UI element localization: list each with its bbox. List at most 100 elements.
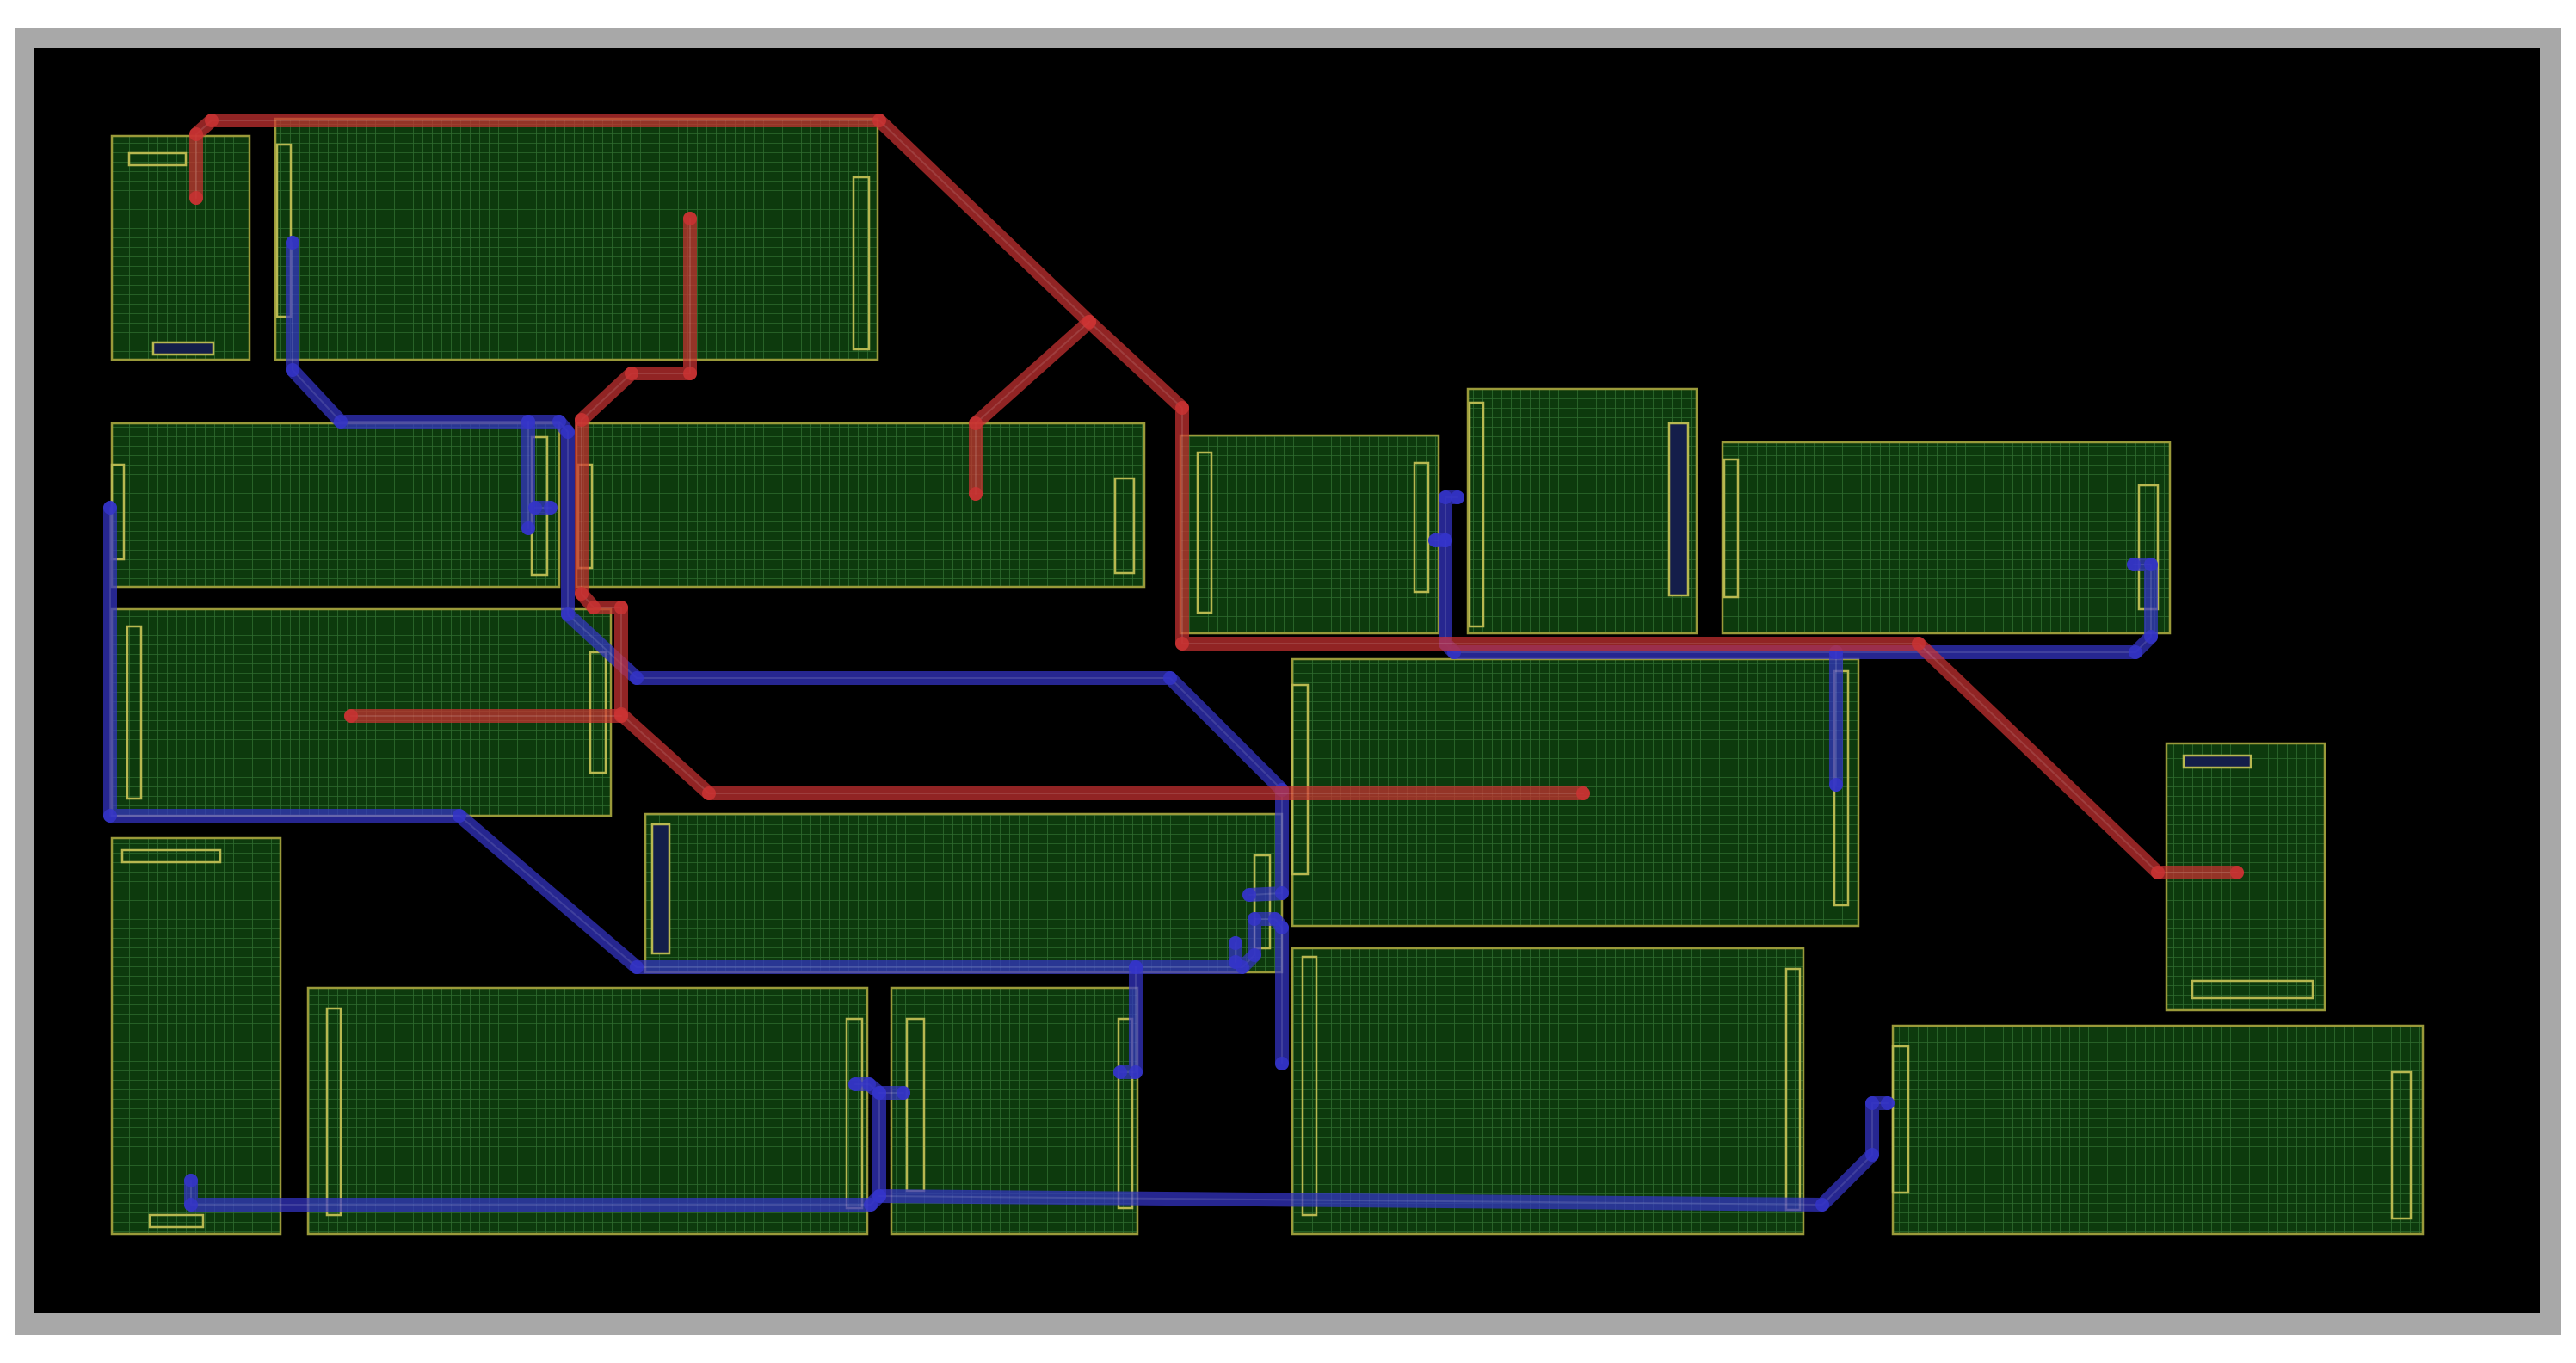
- block-body: [1721, 441, 2172, 635]
- net-via: [521, 521, 535, 535]
- macro-block[interactable]: [306, 986, 869, 1236]
- net-via: [184, 1198, 198, 1212]
- pin-slot: [1113, 477, 1136, 575]
- net-via: [625, 367, 638, 380]
- net-via: [1175, 401, 1189, 415]
- block-body: [274, 117, 879, 361]
- net-via: [897, 1086, 910, 1100]
- net-via: [189, 191, 203, 205]
- pin-slot: [1301, 955, 1318, 1217]
- net-via: [1129, 960, 1143, 974]
- pin-slot: [1722, 458, 1740, 599]
- net-via: [1248, 948, 1261, 962]
- macro-block[interactable]: [274, 117, 879, 361]
- net-via: [872, 1086, 886, 1100]
- net-via: [334, 415, 348, 429]
- net-via: [561, 425, 575, 439]
- macro-block[interactable]: [1721, 441, 2172, 635]
- net-via: [872, 1189, 886, 1203]
- net-via: [528, 501, 542, 515]
- macro-block[interactable]: [644, 812, 1284, 974]
- net-via: [2127, 558, 2141, 571]
- net-via: [1129, 1065, 1143, 1079]
- block-body: [306, 986, 869, 1236]
- net-highlight: [195, 120, 2238, 873]
- net-via: [286, 236, 299, 250]
- macro-block[interactable]: [1179, 434, 1440, 635]
- net-via: [552, 415, 566, 429]
- net-via: [587, 601, 601, 614]
- net-via: [1229, 936, 1242, 950]
- macro-block[interactable]: [1291, 947, 1805, 1236]
- net-via: [544, 501, 558, 515]
- net-via: [683, 367, 697, 380]
- net-via: [1248, 912, 1261, 926]
- net-via: [521, 415, 535, 429]
- macro-block[interactable]: [575, 422, 1146, 589]
- block-body: [575, 422, 1146, 589]
- net-via: [630, 960, 644, 974]
- pin-slot: [1891, 1045, 1910, 1194]
- macro-blocks: [110, 117, 2425, 1236]
- net-via: [1576, 786, 1590, 800]
- net-via: [1275, 1057, 1289, 1070]
- net-via: [969, 487, 983, 501]
- net-via: [561, 607, 575, 621]
- macro-block[interactable]: [110, 422, 561, 589]
- net-via: [103, 809, 117, 823]
- pin-slot: [275, 143, 293, 318]
- layout-canvas[interactable]: [34, 48, 2540, 1313]
- net-segment[interactable]: [189, 114, 2244, 879]
- pin-slot: [120, 848, 222, 864]
- net-via: [1242, 888, 1256, 902]
- pin-slot: [2182, 754, 2252, 769]
- pin-slot: [1468, 401, 1485, 628]
- net-via: [453, 809, 466, 823]
- macro-block[interactable]: [1466, 387, 1698, 635]
- net-via: [969, 416, 983, 430]
- net-via: [1865, 1148, 1879, 1162]
- net-via: [1163, 671, 1177, 685]
- pin-slot: [1413, 461, 1430, 594]
- pin-slot: [151, 341, 215, 356]
- pin-slot: [1117, 1017, 1134, 1210]
- pin-slot: [1291, 683, 1310, 876]
- net-via: [1113, 1065, 1127, 1079]
- net-segment[interactable]: [575, 212, 1590, 800]
- pin-slot: [852, 176, 871, 351]
- block-body: [1466, 387, 1698, 635]
- net-via: [862, 1077, 876, 1091]
- macro-block[interactable]: [110, 134, 251, 361]
- net-via: [205, 114, 219, 127]
- block-body: [1291, 947, 1805, 1236]
- net-via: [630, 671, 644, 685]
- macro-block[interactable]: [110, 836, 282, 1236]
- net-via: [1912, 637, 1926, 651]
- net-via: [1815, 1198, 1829, 1212]
- pin-slot: [126, 625, 143, 800]
- pin-slot: [325, 1007, 342, 1217]
- routed-nets: [103, 114, 2244, 1212]
- net-via: [1865, 1096, 1879, 1110]
- macro-block[interactable]: [1891, 1024, 2425, 1236]
- placement-layout-diagram: [103, 114, 2425, 1236]
- block-body: [1891, 1024, 2425, 1236]
- viewport-frame: [15, 28, 2561, 1335]
- net-via: [1881, 1096, 1895, 1110]
- net-via: [1175, 637, 1189, 651]
- net-via: [614, 709, 628, 723]
- net-via: [1439, 533, 1452, 547]
- net-via: [1275, 886, 1289, 900]
- block-body: [1179, 434, 1440, 635]
- net-via: [614, 601, 628, 614]
- net-via: [683, 212, 697, 225]
- pin-slot: [127, 151, 188, 167]
- pin-slot: [2390, 1070, 2413, 1220]
- net-via: [575, 587, 589, 601]
- block-body: [110, 422, 561, 589]
- net-via: [575, 413, 589, 427]
- net-via: [1439, 490, 1452, 504]
- pin-slot: [2191, 979, 2314, 1000]
- net-via: [872, 114, 886, 127]
- net-via: [2144, 630, 2158, 644]
